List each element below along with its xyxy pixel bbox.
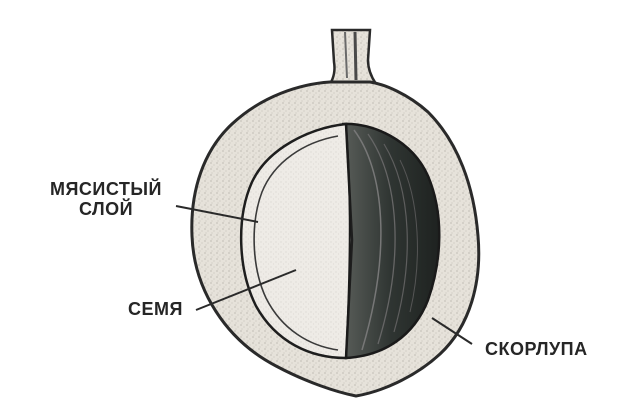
label-fleshy-layer-line1: МЯСИСТЫЙ [26, 179, 186, 199]
label-fleshy-layer-line2: СЛОЙ [26, 199, 186, 219]
label-seed: СЕМЯ [128, 299, 183, 319]
seed [241, 124, 439, 358]
label-shell: СКОРЛУПА [485, 339, 588, 359]
stem [330, 30, 376, 84]
label-fleshy-layer: МЯСИСТЫЙ СЛОЙ [26, 179, 186, 219]
